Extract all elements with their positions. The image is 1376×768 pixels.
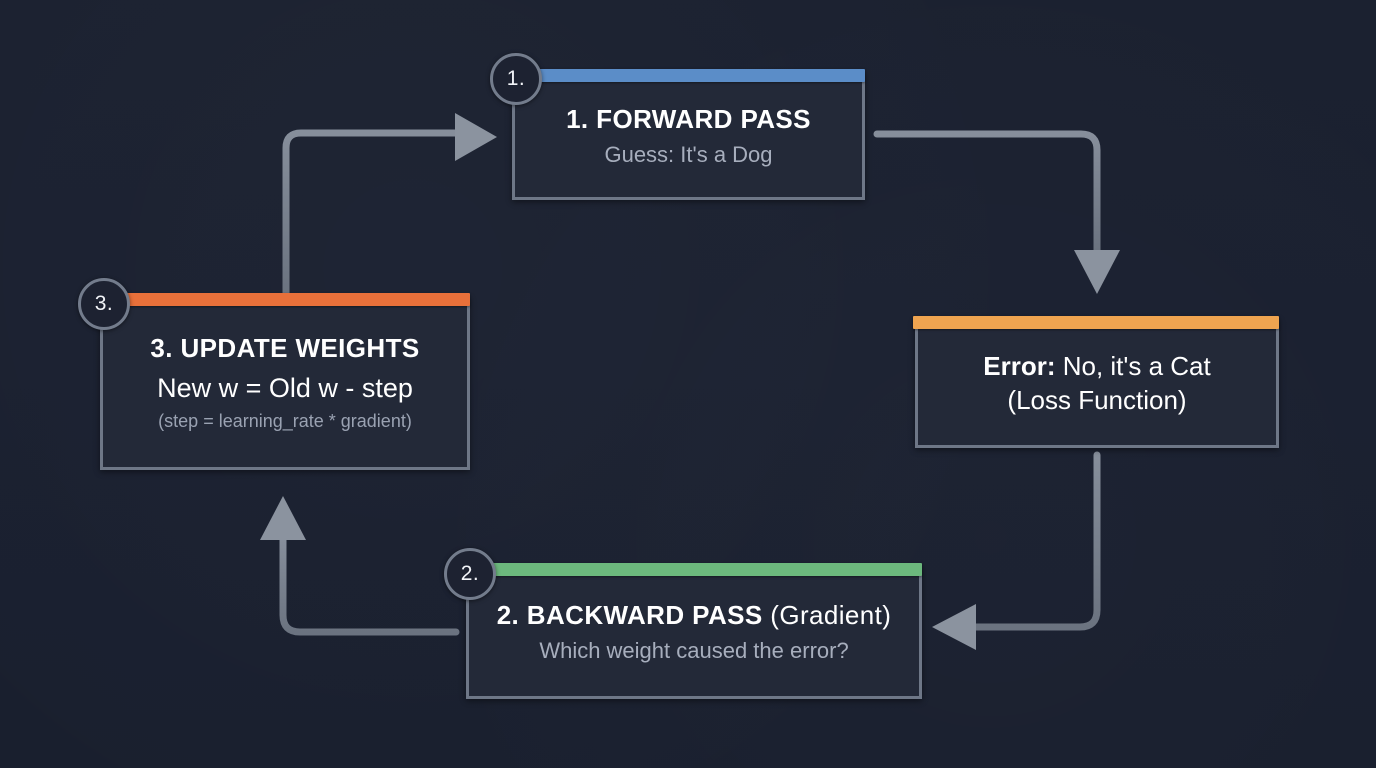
node-backward-pass-step-badge: 2. (444, 548, 496, 600)
node-forward-pass-title: 1. FORWARD PASS (566, 103, 811, 134)
node-update-weights-step-badge: 3. (78, 278, 130, 330)
node-error-loss-line-1: Error: No, it's a Cat (983, 350, 1211, 381)
node-forward-pass-step-badge: 1. (490, 53, 542, 105)
edge-forward-to-error (873, 130, 1120, 294)
node-update-weights[interactable]: 3. UPDATE WEIGHTS New w = Old w - step (… (100, 296, 470, 470)
edge-error-to-backward (932, 451, 1101, 650)
node-error-loss-line-2: (Loss Function) (1007, 385, 1187, 415)
node-forward-pass-accent-bar (520, 69, 865, 82)
node-backward-pass-accent-bar (474, 563, 922, 576)
node-error-loss-accent-bar (913, 316, 1279, 329)
node-update-weights-title: 3. UPDATE WEIGHTS (150, 332, 420, 363)
node-backward-pass-subtitle: Which weight caused the error? (539, 638, 849, 664)
node-error-loss[interactable]: Error: No, it's a Cat (Loss Function) (915, 318, 1279, 448)
edge-update-to-forward (282, 113, 497, 297)
node-update-weights-note: (step = learning_rate * gradient) (158, 411, 412, 432)
node-backward-pass-title: 2. BACKWARD PASS (Gradient) (496, 600, 892, 631)
node-backward-pass[interactable]: 2. BACKWARD PASS (Gradient) Which weight… (466, 566, 922, 699)
node-forward-pass-subtitle: Guess: It's a Dog (604, 141, 773, 167)
node-update-weights-formula: New w = Old w - step (157, 373, 413, 404)
edge-backward-to-update (260, 496, 460, 636)
node-forward-pass[interactable]: 1. FORWARD PASS Guess: It's a Dog (512, 72, 865, 200)
node-update-weights-accent-bar (108, 293, 470, 306)
